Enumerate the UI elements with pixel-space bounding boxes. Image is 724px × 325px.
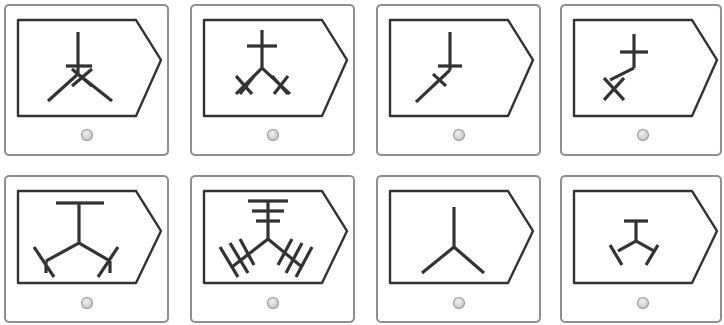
option-radio-1[interactable] xyxy=(81,129,93,141)
option-card-4[interactable] xyxy=(560,4,722,156)
option-radio-6[interactable] xyxy=(267,297,279,309)
option-radio-8[interactable] xyxy=(637,297,649,309)
option-card-8[interactable] xyxy=(560,175,722,323)
option-card-3[interactable] xyxy=(376,4,541,156)
option-radio-3[interactable] xyxy=(453,129,465,141)
option-radio-5[interactable] xyxy=(81,297,93,309)
option-card-5[interactable] xyxy=(4,175,169,323)
option-radio-2[interactable] xyxy=(267,129,279,141)
option-card-2[interactable] xyxy=(190,4,355,156)
option-card-6[interactable] xyxy=(190,175,355,323)
option-radio-7[interactable] xyxy=(453,297,465,309)
option-card-7[interactable] xyxy=(376,175,541,323)
option-card-1[interactable] xyxy=(4,4,169,156)
option-radio-4[interactable] xyxy=(637,129,649,141)
